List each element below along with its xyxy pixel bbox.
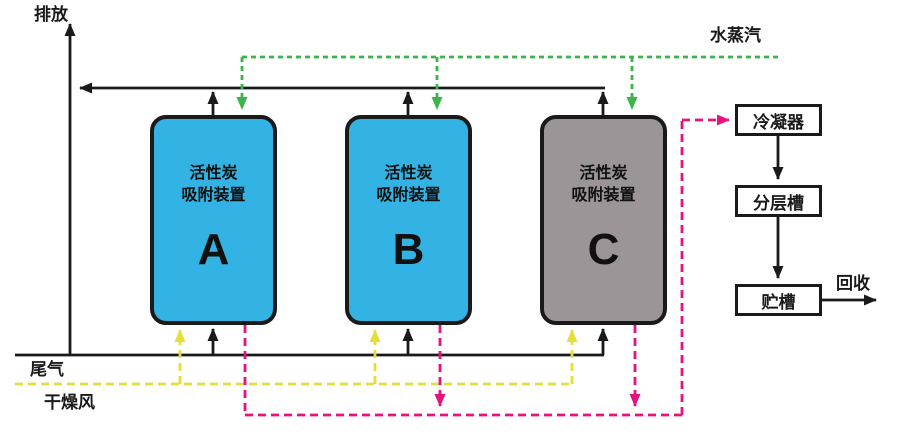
adsorber-unit-a-label: 活性炭 吸附装置 xyxy=(181,165,246,204)
condenser-box: 冷凝器 xyxy=(735,104,822,136)
adsorber-unit-b: 活性炭 吸附装置 B xyxy=(345,115,472,325)
desorption-lines xyxy=(243,114,730,417)
steam-label: 水蒸汽 xyxy=(710,26,761,45)
emission-flow-lines xyxy=(64,23,609,355)
recovery-label: 回收 xyxy=(836,274,870,293)
adsorber-unit-c-letter: C xyxy=(587,225,620,274)
tail-gas-label: 尾气 xyxy=(30,360,64,379)
adsorber-unit-b-letter: B xyxy=(392,225,425,274)
adsorber-unit-a-letter: A xyxy=(197,225,230,274)
drying-air-label: 干燥风 xyxy=(44,393,95,412)
steam-lines xyxy=(236,55,782,110)
adsorber-unit-a: 活性炭 吸附装置 A xyxy=(150,115,277,325)
emission-label: 排放 xyxy=(34,5,68,24)
adsorber-unit-c: 活性炭 吸附装置 C xyxy=(540,115,667,325)
storage-tank-box: 贮槽 xyxy=(735,284,822,316)
adsorber-unit-c-label: 活性炭 吸附装置 xyxy=(571,165,636,204)
drying-air-lines xyxy=(15,329,578,386)
process-chain-arrows xyxy=(772,136,877,306)
separator-tank-box: 分层槽 xyxy=(735,185,822,217)
tail-gas-lines xyxy=(15,328,609,357)
adsorber-unit-b-label: 活性炭 吸附装置 xyxy=(376,165,441,204)
